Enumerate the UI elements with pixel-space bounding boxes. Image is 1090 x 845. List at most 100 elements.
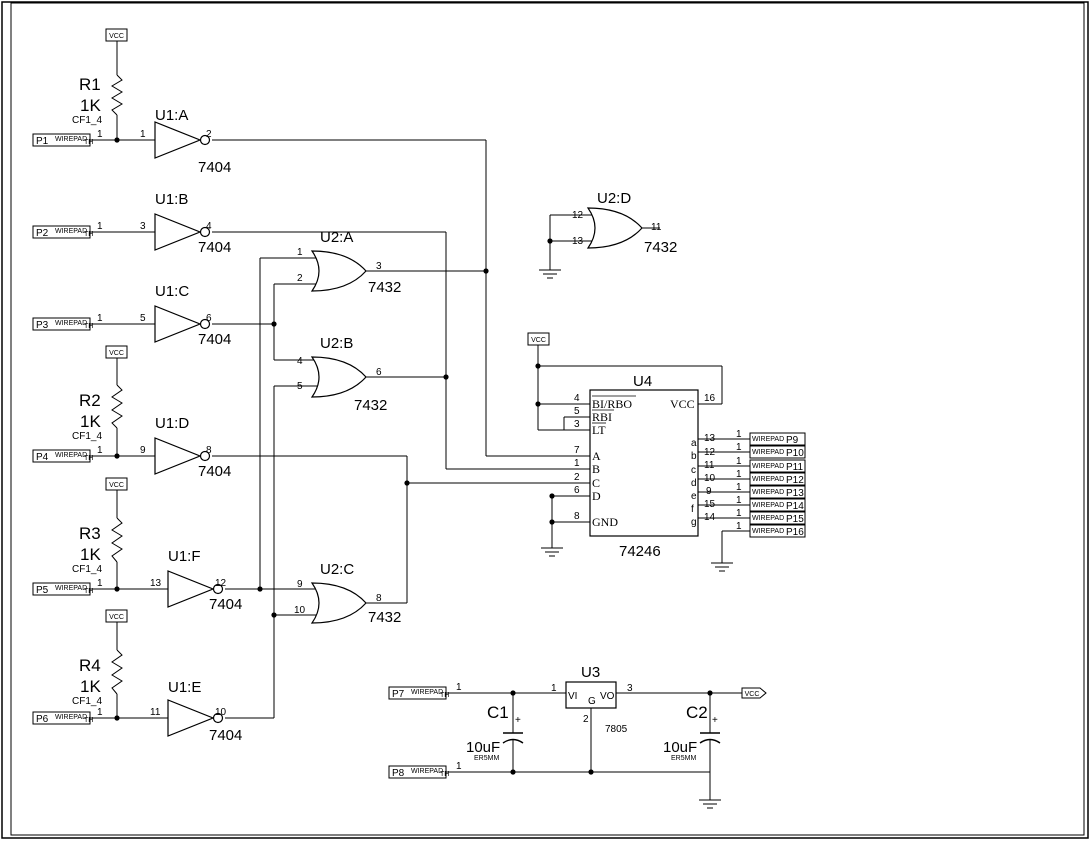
svg-text:VCC: VCC [531,337,546,344]
svg-text:P1: P1 [36,136,49,147]
svg-text:1: 1 [736,495,742,506]
svg-text:10: 10 [215,707,227,718]
svg-text:R1: R1 [79,75,101,94]
svg-text:U4: U4 [633,373,652,390]
svg-text:P5: P5 [36,585,49,596]
svg-text:VCC: VCC [109,482,124,489]
vcc-port: VCC [105,28,128,42]
svg-text:6: 6 [376,367,382,378]
svg-text:WIREPAD: WIREPAD [55,320,87,327]
svg-text:WIREPAD: WIREPAD [411,689,443,696]
svg-text:1: 1 [736,469,742,480]
svg-text:7404: 7404 [198,239,231,256]
svg-text:1: 1 [736,429,742,440]
svg-text:e: e [691,491,697,502]
pad-p13: WIREPAD P13 1 [736,482,806,499]
vcc-port: VCC [105,477,128,491]
svg-text:1: 1 [736,508,742,519]
svg-text:CF1_4: CF1_4 [72,115,102,126]
svg-text:G: G [588,696,596,707]
svg-text:ER5MM: ER5MM [671,755,696,762]
svg-text:TH: TH [440,692,449,699]
pad-p11: WIREPAD P11 1 [736,456,806,473]
inverter-u1f: U1:F 7404 13 12 [150,548,242,613]
svg-text:2: 2 [574,472,580,483]
pad-p16: WIREPAD P16 1 [736,521,806,538]
svg-text:VO: VO [600,691,615,702]
svg-text:1: 1 [97,578,103,589]
svg-text:P2: P2 [36,228,49,239]
svg-text:WIREPAD: WIREPAD [752,489,784,496]
regulator-u3: U3 VI VO G 7805 1 2 3 [551,664,633,735]
capacitor-c1: + C1 10uF ER5MM [466,703,524,762]
pad-p14: WIREPAD P14 1 [736,495,806,512]
svg-text:6: 6 [206,313,212,324]
svg-text:12: 12 [215,578,227,589]
svg-text:WIREPAD: WIREPAD [752,436,784,443]
svg-text:WIREPAD: WIREPAD [411,768,443,775]
svg-text:1K: 1K [80,545,101,564]
svg-text:c: c [691,465,696,476]
svg-text:P12: P12 [786,475,804,486]
svg-text:11: 11 [704,460,715,471]
pad-p15: WIREPAD P15 1 [736,508,806,525]
svg-text:WIREPAD: WIREPAD [752,515,784,522]
resistor-r4: R4 1K CF1_4 [72,649,123,707]
svg-text:1: 1 [736,456,742,467]
svg-text:C: C [592,476,600,490]
pad-p1: P1 WIREPAD TH 1 [32,129,103,147]
svg-text:U1:B: U1:B [155,191,188,208]
inverter-u1b: U1:B 7404 3 4 [140,191,231,256]
svg-text:1: 1 [97,707,103,718]
svg-text:WIREPAD: WIREPAD [55,136,87,143]
capacitor-c2: + C2 10uF ER5MM [663,703,721,762]
svg-text:1: 1 [97,129,103,140]
svg-text:7404: 7404 [198,463,231,480]
pad-p8: P8 WIREPAD TH 1 [388,761,462,779]
svg-text:WIREPAD: WIREPAD [752,502,784,509]
ground-icon [710,562,734,572]
svg-text:10: 10 [294,605,306,616]
resistor-r1: R1 1K CF1_4 [72,74,123,126]
svg-text:P9: P9 [786,435,799,446]
svg-text:U1:C: U1:C [155,283,189,300]
svg-text:1: 1 [551,683,557,694]
svg-text:1: 1 [736,482,742,493]
svg-text:CF1_4: CF1_4 [72,431,102,442]
svg-text:A: A [592,449,601,463]
svg-text:9: 9 [706,486,712,497]
vcc-port: VCC [105,345,128,359]
svg-text:15: 15 [704,499,716,510]
pad-p7: P7 WIREPAD TH 1 [388,682,462,700]
svg-text:1K: 1K [80,677,101,696]
svg-text:P16: P16 [786,527,804,538]
svg-text:2: 2 [297,273,303,284]
svg-text:CF1_4: CF1_4 [72,696,102,707]
svg-text:7805: 7805 [605,724,628,735]
svg-text:VCC: VCC [745,691,760,698]
svg-text:11: 11 [150,707,161,718]
svg-text:RBI: RBI [592,410,612,424]
svg-text:3: 3 [627,683,633,694]
vcc-port: VCC [105,609,128,623]
svg-text:6: 6 [574,485,580,496]
svg-text:WIREPAD: WIREPAD [752,528,784,535]
svg-text:13: 13 [704,433,716,444]
svg-text:P14: P14 [786,501,804,512]
svg-text:7404: 7404 [209,596,242,613]
svg-text:VCC: VCC [109,350,124,357]
svg-text:VCC: VCC [109,614,124,621]
svg-text:TH: TH [440,771,449,778]
svg-text:8: 8 [206,445,212,456]
svg-text:P3: P3 [36,320,49,331]
vcc-port: VCC [527,332,550,346]
svg-text:1: 1 [456,761,462,772]
pad-p12: WIREPAD P12 1 [736,469,806,486]
svg-text:4: 4 [297,356,303,367]
svg-text:P6: P6 [36,714,49,725]
svg-text:8: 8 [574,511,580,522]
svg-text:WIREPAD: WIREPAD [752,476,784,483]
svg-text:10: 10 [704,473,716,484]
svg-text:C2: C2 [686,703,708,722]
